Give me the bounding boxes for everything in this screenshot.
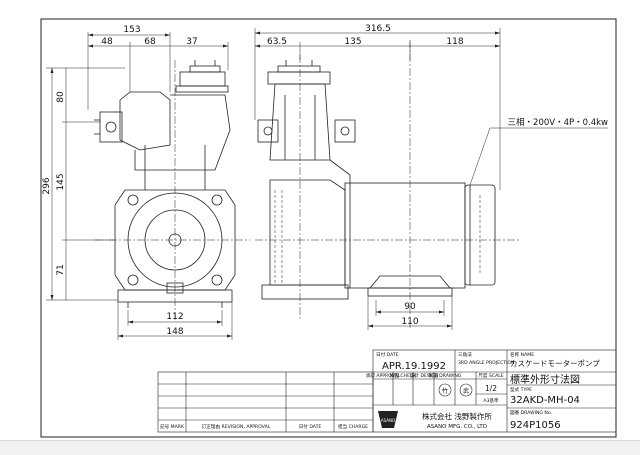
scale-label: 尺度 SCALE [478,372,503,379]
dim-front-seg-2: 68 [144,37,156,47]
dim-front-seg-1: 48 [101,37,113,47]
date-value: APR.19.1992 [382,361,446,372]
dim-height-lower: 71 [56,264,66,275]
dim-height-upper: 80 [56,91,66,103]
approval-label: 承認 APPROVAL [366,372,401,379]
projection-label-jp: 三角法 [458,351,472,358]
drawing-no-label: 図番 DRAWING No. [510,409,552,416]
scale-value: 1/2 [485,384,497,393]
dim-foot-outer: 110 [401,317,418,327]
drawing-title: 標準外形寸法図 [510,373,580,386]
dim-height-total: 296 [42,177,52,194]
dim-side-seg-1: 63.5 [267,37,287,47]
dim-side-seg-2: 135 [344,37,361,47]
dim-front-width-top: 153 [123,25,140,35]
drawing-label: 製図 DRAWING [429,372,462,379]
front-view [94,60,250,320]
drawing-frame [40,18,617,438]
motor-spec-label: 三相・200V・4P・0.4kw [508,117,609,128]
check-label: 検図 CHECK [390,372,417,379]
side-dimension-lines [254,28,608,330]
product-name: カスケードモーターポンプ [510,359,600,368]
arrowheads [50,31,500,338]
rev-header-date: 日付 DATE [299,423,322,430]
rev-header-charge: 担当 CHARGE [338,423,368,430]
dim-height-middle: 145 [56,173,66,190]
logo-text: ASANO [381,418,395,423]
company-name-en: ASANO MFG. CO., LTD [427,424,487,430]
type-label: 型式 TYPE [510,386,532,393]
viewer-bottom-bar [0,440,640,455]
front-dimension-lines [46,32,233,340]
company-logo: ASANO [378,411,398,428]
dim-foot-inner: 90 [404,302,416,312]
dim-front-seg-3: 37 [186,37,197,47]
dim-overall-length: 316.5 [365,24,391,34]
rev-header-revision: 訂正理由 REVISION, APPROVAL [202,423,271,430]
date-label: 日付 DATE [376,351,399,358]
title-block [157,349,617,433]
name-label: 名称 NAME [510,351,534,358]
type-value: 32AKD-MH-04 [510,395,580,406]
stamp-1: 竹 [442,387,448,395]
rev-header-mark: 記号 MARK [160,423,185,430]
projection-label-en: 3RD ANGLE PROJECTION [458,360,514,366]
dim-base-outer: 148 [166,327,183,337]
paper-size: A3基準 [483,397,499,404]
dim-side-seg-3: 118 [446,37,463,47]
drawing-no: 924P1056 [510,420,561,431]
stamp-2: 武 [463,387,469,395]
side-view [255,40,520,330]
design-label: 設計 DESIGN [410,372,438,379]
dim-base-inner: 112 [166,312,183,322]
company-name-jp: 株式会社 浅野製作所 [422,411,492,421]
